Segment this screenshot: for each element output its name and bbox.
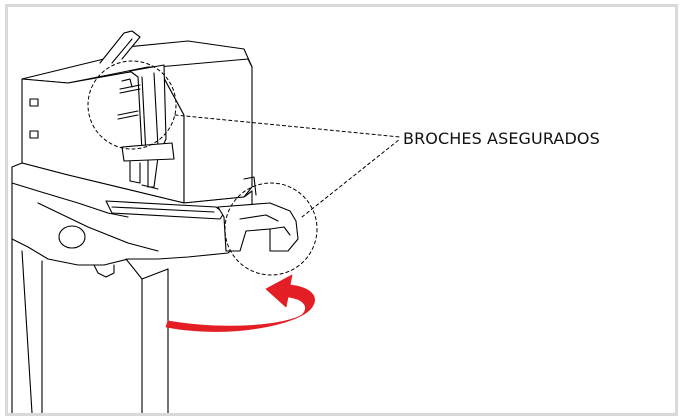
side-lever-post [243, 176, 257, 196]
side-lever [217, 202, 299, 252]
rotation-arrow-icon [165, 274, 315, 332]
callout-circle-upper [87, 60, 177, 150]
latch-bracket [121, 142, 175, 162]
illustration-frame: BROCHES ASEGURADOS [5, 4, 678, 416]
callout-label-broches-asegurados: BROCHES ASEGURADOS [403, 129, 600, 148]
callout-circle-lower [224, 182, 318, 276]
upper-housing-side [157, 58, 253, 204]
leader-line-lower [301, 138, 401, 218]
leader-line-upper [174, 114, 401, 138]
base-knob [58, 225, 86, 249]
top-clip [99, 30, 141, 64]
stand-panel [125, 258, 169, 413]
callout-circles [87, 60, 401, 276]
slot-window-1 [29, 98, 39, 107]
device-line-drawing [11, 30, 401, 413]
base-foot [93, 264, 115, 278]
slot-window-2 [29, 130, 39, 139]
